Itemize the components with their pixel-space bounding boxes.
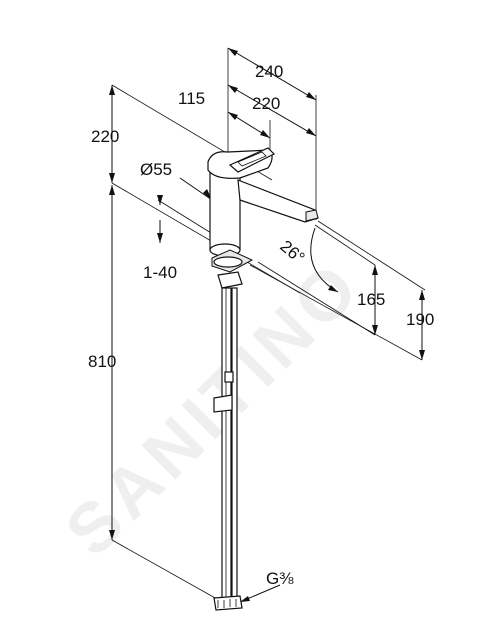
dimension-lines (109, 47, 425, 603)
watermark: SANITINO (50, 245, 376, 571)
faucet-illustration (207, 147, 319, 611)
label-reach-total: 240 (255, 62, 283, 81)
dimension-labels: 240 220 115 220 Ø55 1-40 26° 165 190 810… (88, 62, 434, 588)
label-height-above: 220 (91, 127, 119, 146)
label-hose-length: 810 (88, 352, 116, 371)
label-diameter: Ø55 (140, 160, 172, 179)
label-lever: 115 (178, 89, 205, 108)
label-reach-spout: 220 (252, 94, 280, 113)
label-deck-thickness: 1-40 (143, 263, 177, 282)
label-spout-height: 165 (357, 290, 385, 309)
label-connection: G⅜ (266, 569, 294, 588)
label-outlet-height: 190 (406, 310, 434, 329)
